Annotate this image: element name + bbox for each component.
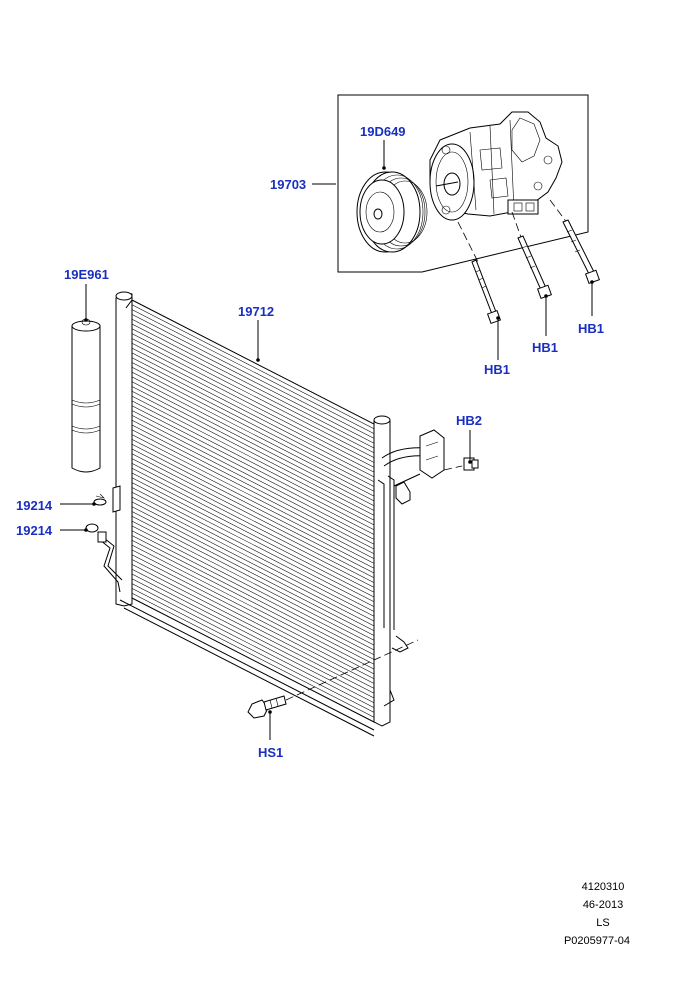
callout-19703: 19703: [270, 177, 306, 192]
fin-line: [131, 323, 375, 449]
fin-line: [131, 477, 375, 603]
fin-line: [131, 530, 375, 655]
fin-line: [131, 415, 375, 540]
bolt-axis-2: [511, 211, 523, 241]
fin-line: [131, 540, 375, 665]
fin-line: [131, 362, 375, 487]
fin-line: [131, 357, 375, 482]
fin-line: [131, 429, 375, 555]
fin-line: [131, 506, 375, 631]
fin-line: [131, 419, 375, 545]
compressor-bolt-1: [471, 259, 502, 325]
fin-line: [131, 395, 375, 521]
fin-line: [131, 487, 375, 612]
fin-line: [131, 496, 375, 622]
fin-line: [131, 559, 375, 684]
fin-line: [131, 405, 375, 530]
fin-line: [131, 424, 375, 550]
fin-line: [131, 472, 375, 598]
fin-line: [131, 318, 375, 444]
callout-hb1-left: HB1: [484, 362, 510, 377]
fin-line: [131, 564, 375, 689]
fin-line: [131, 467, 375, 593]
compressor-inset: [337, 94, 589, 273]
callout-hb2: HB2: [456, 413, 482, 428]
fin-line: [131, 525, 375, 651]
fin-line: [131, 304, 375, 430]
fin-line: [131, 482, 375, 607]
fin-line: [131, 544, 375, 670]
fin-line: [131, 492, 375, 617]
fin-line: [131, 391, 375, 516]
receiver-drier: [71, 318, 101, 473]
fin-line: [131, 592, 375, 718]
fin-line: [131, 535, 375, 660]
fin-line: [131, 410, 375, 535]
callout-hs1: HS1: [258, 745, 283, 760]
fin-line: [131, 588, 375, 713]
o-ring-2: [85, 523, 99, 533]
bolt-axis-1: [457, 221, 479, 263]
fin-line: [131, 443, 375, 569]
fin-line: [131, 448, 375, 574]
fin-line: [131, 386, 375, 511]
right-pipe-assembly: [377, 429, 445, 707]
condenser-bolt-hs1: [247, 639, 419, 719]
footer-illustration-id: P0205977-04: [564, 935, 630, 947]
fin-line: [131, 338, 375, 463]
leader-lines: [60, 140, 594, 740]
condenser-fins: [131, 304, 375, 718]
fin-line: [131, 578, 375, 704]
compressor-bolt-2: [517, 235, 552, 300]
fin-line: [131, 439, 375, 564]
callout-19e961: 19E961: [64, 267, 109, 282]
footer-model-code: LS: [596, 917, 609, 929]
footer-date-code: 46-2013: [583, 899, 623, 911]
condenser: [115, 291, 391, 737]
lower-left-pipe: [97, 531, 123, 593]
callout-19d649: 19D649: [360, 124, 406, 139]
clutch-pulley: [356, 171, 428, 253]
fin-line: [131, 583, 375, 708]
fin-line: [131, 367, 375, 492]
o-ring-1: [93, 493, 107, 506]
callout-19214-lower: 19214: [16, 523, 53, 538]
callout-hb1-middle: HB1: [532, 340, 558, 355]
fin-line: [131, 453, 375, 579]
fin-line: [131, 328, 375, 454]
fin-line: [131, 309, 375, 434]
fin-line: [131, 549, 375, 675]
fin-line: [131, 463, 375, 588]
footer-ref-number: 4120310: [582, 881, 625, 893]
fin-line: [131, 352, 375, 478]
fin-line: [131, 400, 375, 526]
ac-compressor: [429, 111, 563, 221]
fin-line: [131, 333, 375, 458]
fin-line: [131, 568, 375, 694]
fin-line: [131, 314, 375, 439]
fin-line: [131, 376, 375, 502]
fin-line: [131, 434, 375, 559]
fin-line: [131, 554, 375, 679]
fin-line: [131, 573, 375, 699]
fin-line: [131, 347, 375, 473]
fin-line: [131, 511, 375, 636]
left-bracket: [112, 485, 121, 513]
fin-line: [131, 501, 375, 627]
fin-line: [131, 520, 375, 646]
callout-19712: 19712: [238, 304, 274, 319]
fin-line: [131, 381, 375, 506]
fin-line: [131, 371, 375, 497]
bolt-axis-3: [549, 199, 569, 225]
fin-line: [131, 516, 375, 641]
fin-line: [131, 343, 375, 468]
bracket-bolt-hb2: [443, 457, 479, 471]
compressor-bolt-3: [562, 219, 600, 285]
fin-line: [131, 458, 375, 583]
callout-hb1-right: HB1: [578, 321, 604, 336]
callout-19214-upper: 19214: [16, 498, 53, 513]
